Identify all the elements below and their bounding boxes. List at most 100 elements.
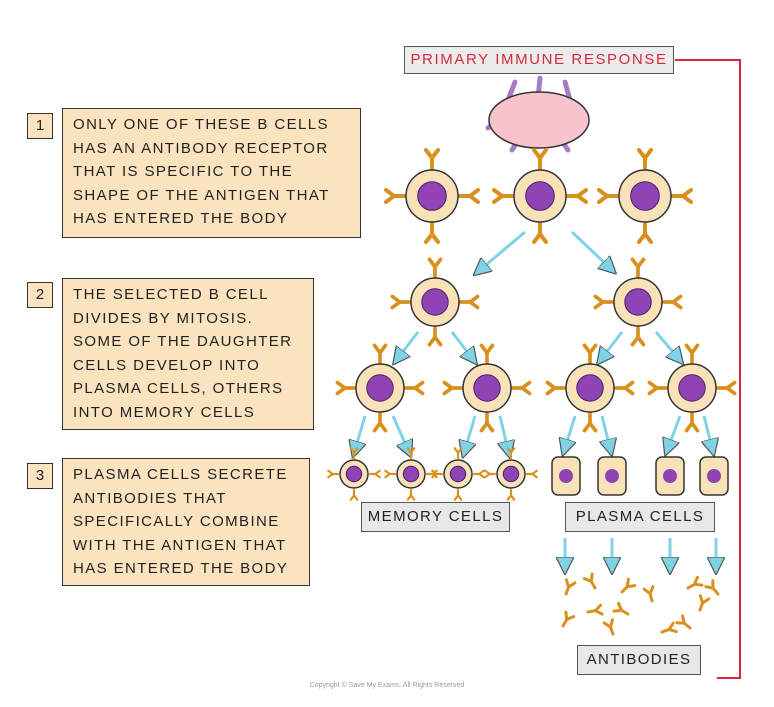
arrow — [500, 415, 508, 450]
memory-cell — [384, 447, 438, 501]
antibody-receptor — [614, 380, 635, 396]
nucleus — [663, 469, 677, 483]
step-1-line: HAS ENTERED THE BODY — [73, 210, 289, 227]
antibody-receptor — [406, 447, 416, 460]
arrow — [465, 415, 477, 450]
antibody-receptor — [511, 380, 532, 396]
antibody-receptor — [602, 618, 615, 636]
antibody-receptor — [671, 188, 693, 204]
antibody-receptor — [582, 412, 598, 433]
antibody-receptor — [390, 294, 411, 310]
nucleus — [559, 469, 573, 483]
nucleus — [502, 465, 520, 483]
antibody-receptor — [506, 447, 516, 460]
step-3-line: WITH THE ANTIGEN THAT — [73, 536, 287, 554]
nucleus — [473, 374, 501, 402]
antibody-receptor — [704, 579, 720, 596]
antibody-receptor — [349, 488, 359, 501]
antibody-receptor — [612, 601, 630, 616]
antibodies-label: ANTIBODIES — [577, 645, 701, 675]
antibody-receptor — [368, 469, 381, 479]
antibody-receptor — [564, 578, 577, 596]
step-3-description: PLASMA CELLS SECRETE ANTIBODIES THAT SPE… — [62, 458, 310, 586]
antibody-receptor — [442, 380, 463, 396]
antibody-receptor — [593, 294, 614, 310]
b-cell — [545, 343, 635, 433]
antibody-receptor — [630, 257, 646, 278]
nucleus — [366, 374, 394, 402]
antibody-receptor — [561, 610, 576, 628]
arrow — [480, 230, 526, 270]
arrow — [602, 415, 610, 448]
antibody-receptor — [424, 148, 440, 170]
antibody-receptor — [582, 572, 597, 590]
antibody-receptor — [479, 412, 495, 433]
nucleus — [707, 469, 721, 483]
step-2-line: CELLS DEVELOP INTO — [73, 356, 261, 374]
nucleus — [678, 374, 706, 402]
antibody-receptor — [484, 469, 497, 479]
b-cell — [597, 148, 693, 244]
step-2-line: SOME OF THE DAUGHTER — [73, 333, 293, 350]
step-1-line: THAT IS SPECIFIC TO THE — [73, 163, 294, 180]
step-3-number: 3 — [27, 463, 53, 489]
antibody-receptor — [675, 614, 692, 630]
step-3-line: HAS ENTERED THE BODY — [73, 560, 289, 577]
memory-cells-label: MEMORY CELLS — [361, 502, 510, 532]
antibody-receptor — [453, 488, 463, 501]
arrow — [654, 331, 678, 358]
antibody-receptor — [637, 222, 653, 244]
arrow — [391, 415, 408, 450]
daughter-b-cell — [390, 257, 480, 347]
step-2-description: THE SELECTED B CELL DIVIDES BY MITOSIS. … — [62, 278, 314, 430]
arrow — [704, 415, 712, 448]
step-1-line: ONLY ONE OF THESE B CELLS — [73, 116, 329, 133]
antibody-receptor — [566, 188, 588, 204]
antibody-receptor — [458, 188, 480, 204]
copyright-notice: Copyright © Save My Exams. All Rights Re… — [309, 682, 465, 689]
antibody-receptor — [686, 575, 704, 590]
step-2-line: THE SELECTED B CELL — [73, 286, 269, 303]
arrow — [355, 415, 367, 450]
step-2-line: DIVIDES BY MITOSIS. — [73, 309, 254, 327]
antibody-receptor — [431, 469, 444, 479]
plasma-cell — [655, 456, 685, 496]
antibody-receptor — [532, 222, 548, 244]
antibody-receptor — [384, 469, 397, 479]
memory-cell — [484, 447, 538, 501]
step-1-description: ONLY ONE OF THESE B CELLS HAS AN ANTIBOD… — [62, 108, 361, 238]
antibody-receptor — [620, 577, 637, 594]
title-primary-immune-response: PRIMARY IMMUNE RESPONSE — [404, 46, 674, 74]
antibody-receptor — [406, 488, 416, 501]
nucleus — [576, 374, 604, 402]
nucleus — [402, 465, 420, 483]
arrow — [565, 415, 577, 448]
step-3-line: SPECIFICALLY COMBINE — [73, 513, 280, 530]
antibody-receptor — [372, 343, 388, 364]
arrow — [450, 331, 472, 358]
step-2-line: INTO MEMORY CELLS — [73, 403, 256, 421]
antigen — [485, 75, 590, 153]
antibody-receptor — [404, 380, 425, 396]
nucleus — [449, 465, 467, 483]
antibody-receptor — [506, 488, 516, 501]
nucleus — [605, 469, 619, 483]
antibody-receptor — [327, 469, 340, 479]
nucleus — [417, 181, 447, 211]
antibody-receptor — [545, 380, 566, 396]
nucleus — [630, 181, 660, 211]
daughter-b-cell — [593, 257, 683, 347]
step-3-line: PLASMA CELLS SECRETE — [73, 466, 288, 483]
step-3-line: ANTIBODIES THAT — [73, 489, 227, 507]
step-2-line: PLASMA CELLS, OTHERS — [73, 380, 284, 397]
antibody-receptor — [642, 585, 655, 603]
antibody-receptor — [684, 343, 700, 364]
antibody-receptor — [453, 447, 463, 460]
antibody-receptor — [472, 469, 485, 479]
memory-cell — [431, 447, 485, 501]
antibody-receptor — [637, 148, 653, 170]
antibody-receptor — [479, 343, 495, 364]
antibody-receptor — [662, 294, 683, 310]
antibody-receptor — [525, 469, 538, 479]
